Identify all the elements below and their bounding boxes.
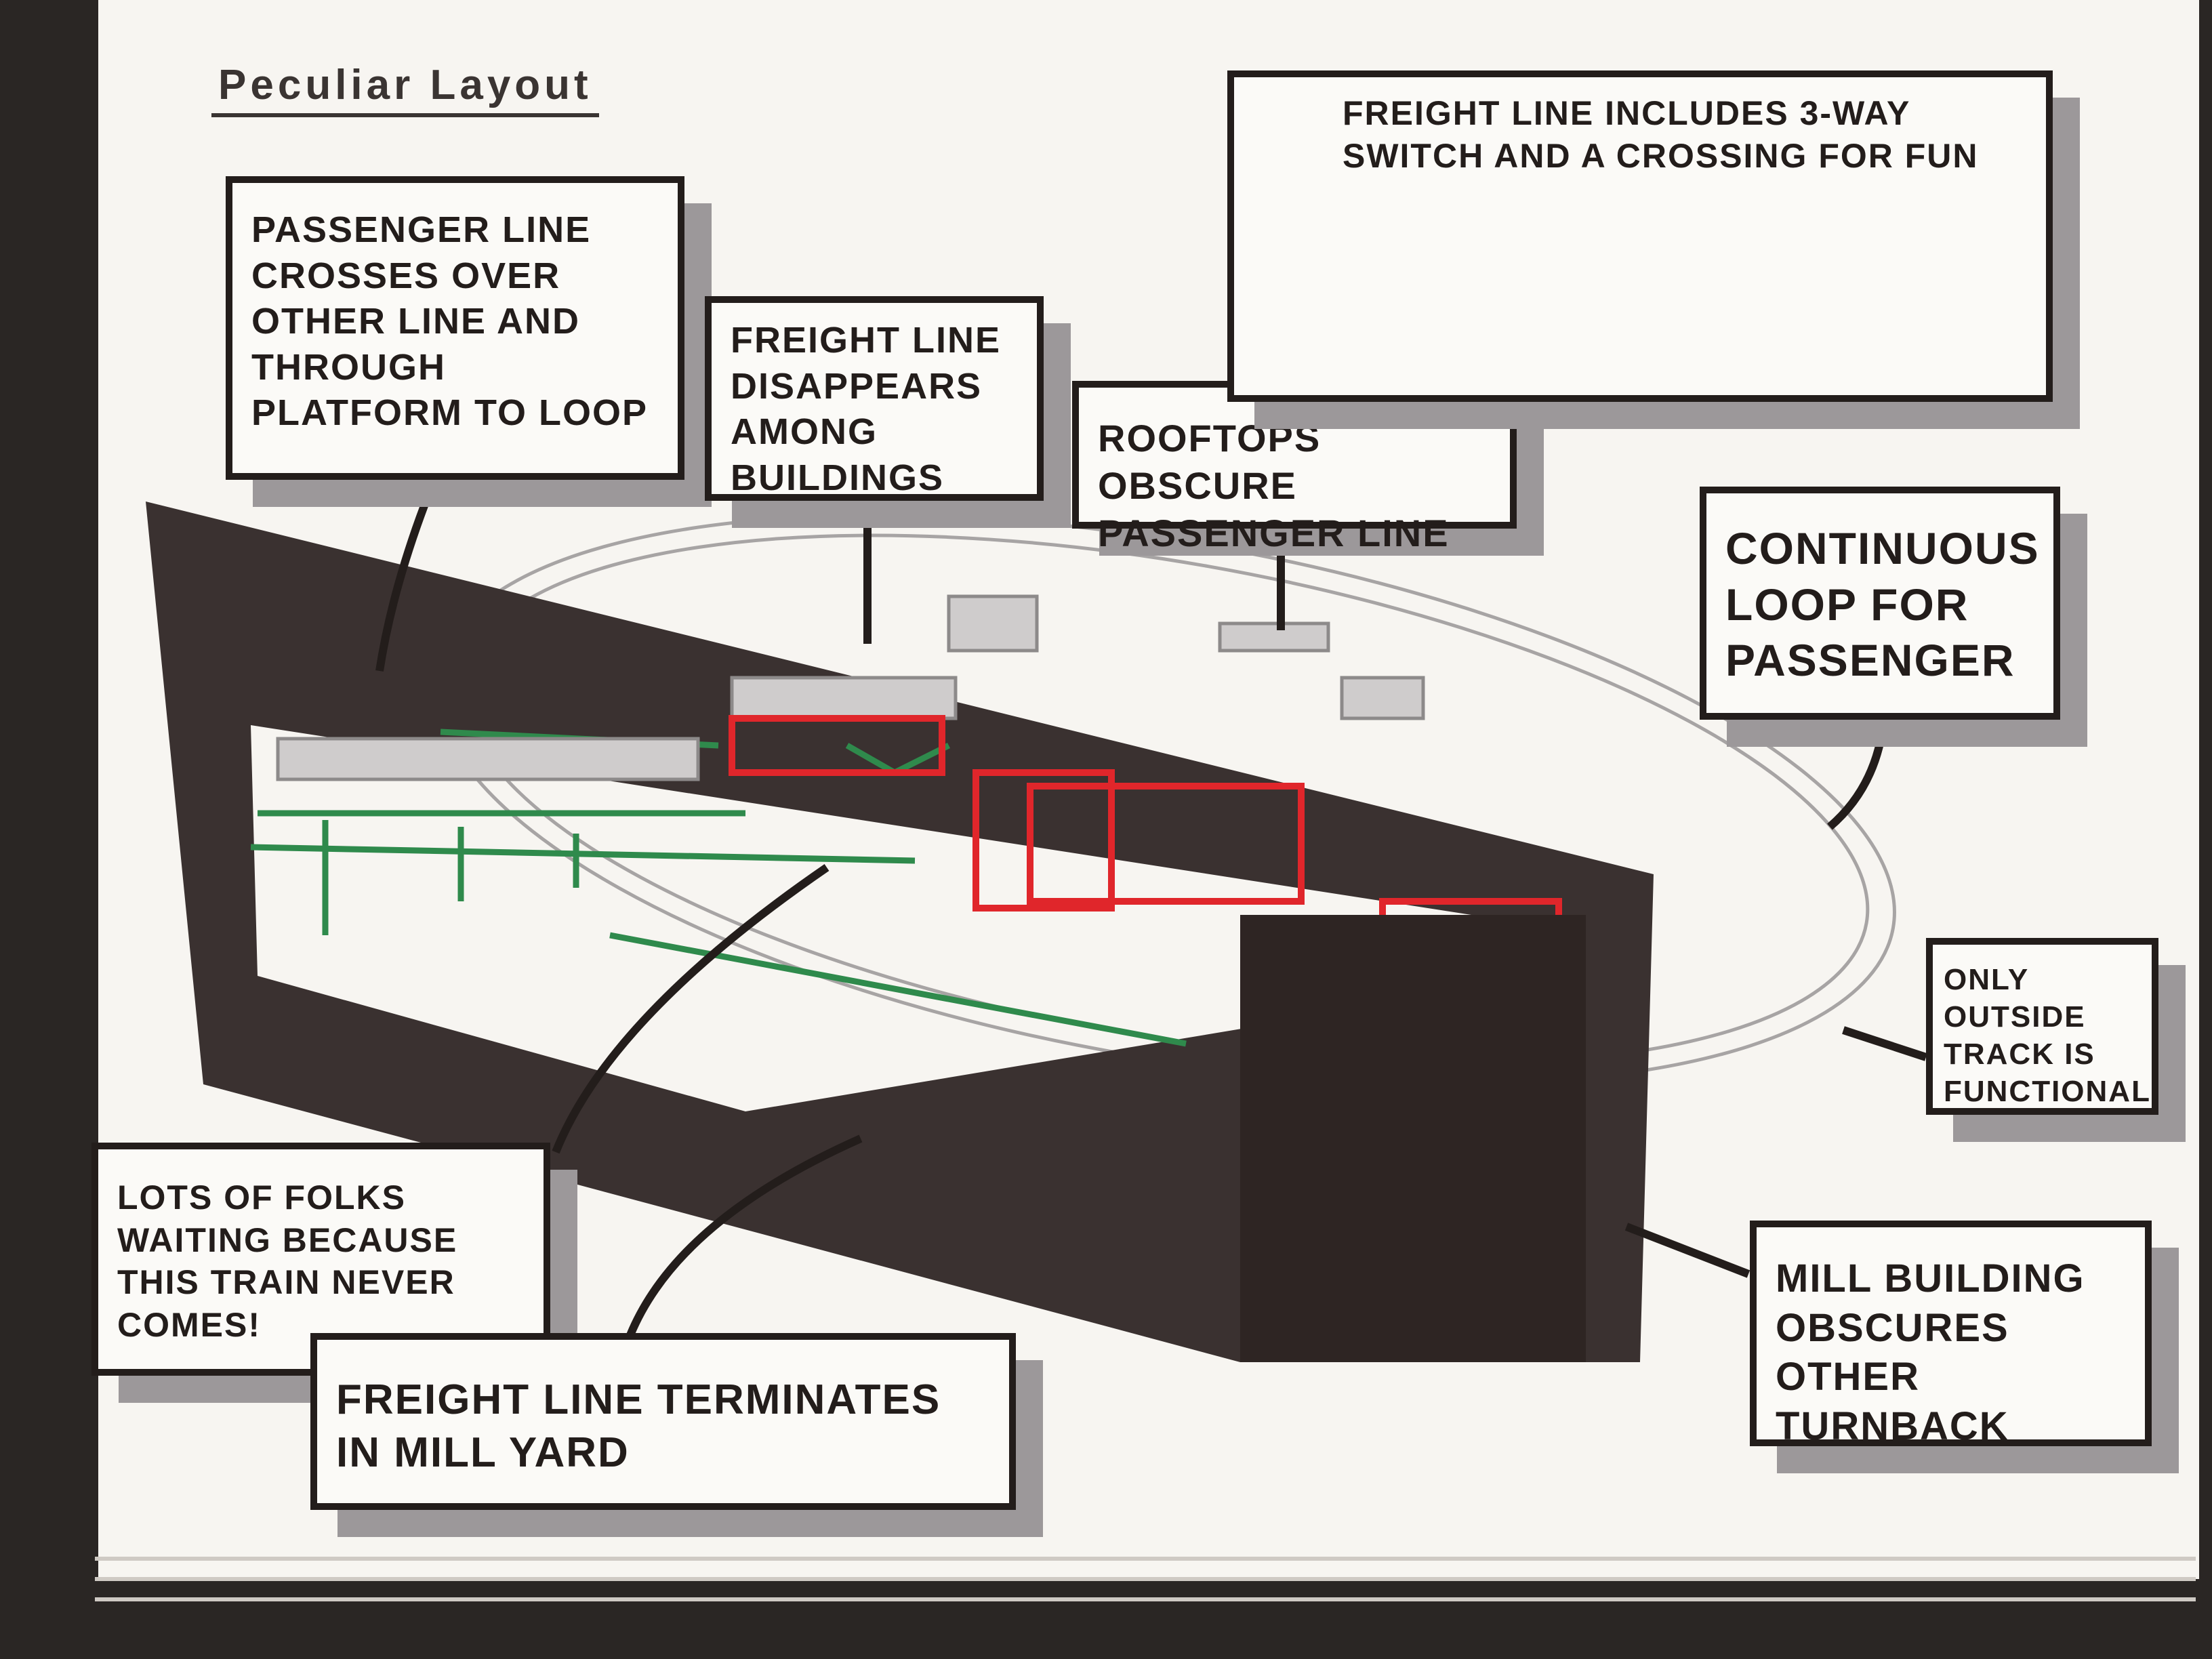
callout-lots-of-folks: Lots of folks waiting because this train… [91,1143,550,1376]
callout-passenger-crosses: Passenger line crosses over other line a… [226,176,684,480]
callout-freight-terminates: Freight line terminates in mill yard [310,1333,1016,1510]
grey-rooftops [276,594,1425,781]
callout-continuous-loop: Continuous loop for passenger [1700,487,2060,720]
page-edges [95,1557,2196,1601]
callout-arrows [375,479,1927,1337]
callout-freight-disappears: Freight line disappears among buildings [705,296,1044,501]
page-title: Peculiar Layout [211,61,599,117]
callout-outside-track: Only outside track is functional [1926,938,2158,1115]
callout-mill-building: Mill building obscures other turnback [1750,1221,2152,1448]
callout-rooftops: Rooftops obscure passenger line [1072,381,1517,554]
callout-freight-switch: Freight line includes 3-way switch and a… [1227,70,2053,402]
mill-building [1240,915,1586,1362]
